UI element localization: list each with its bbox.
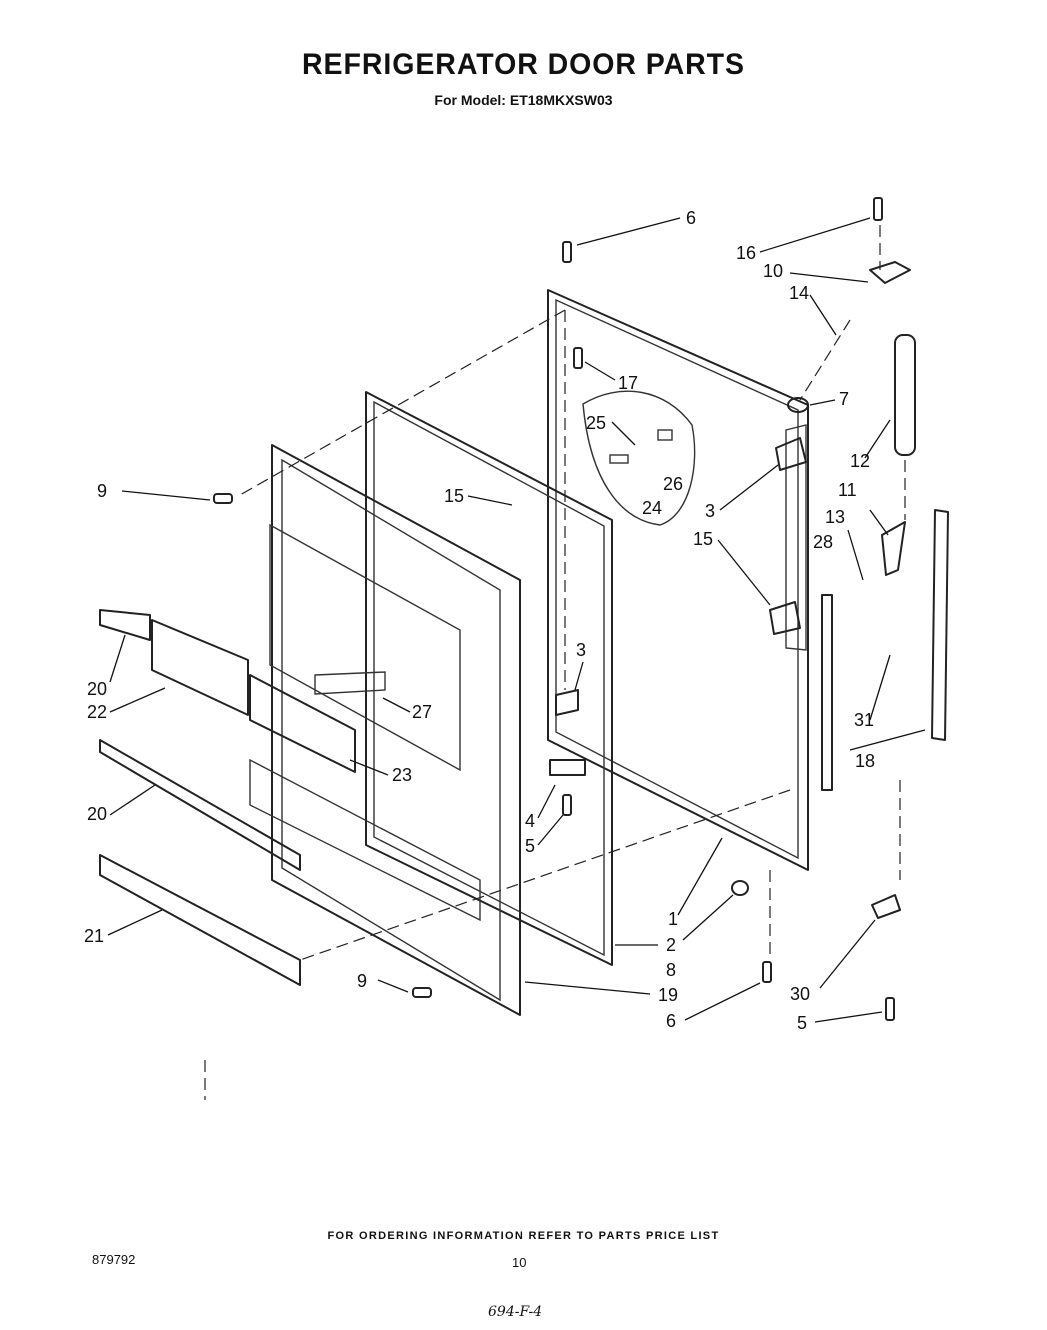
callout-label: 27 [412, 702, 432, 722]
callout-label: 1 [668, 909, 678, 929]
callout-labels: 6 16 10 14 17 7 25 26 12 9 15 24 3 11 13… [84, 208, 875, 1033]
callout-label: 16 [736, 243, 756, 263]
door-panel [547, 289, 809, 871]
page-title: REFRIGERATOR DOOR PARTS [301, 48, 746, 81]
callout-label: 2 [666, 935, 676, 955]
callout-label: 19 [658, 985, 678, 1005]
callout-label: 22 [87, 702, 107, 722]
inner-door-liner [249, 444, 521, 1016]
callout-label: 7 [839, 389, 849, 409]
callout-label: 15 [444, 486, 464, 506]
callout-label: 12 [850, 451, 870, 471]
callout-label: 17 [618, 373, 638, 393]
callout-label: 10 [763, 261, 783, 281]
ordering-note: FOR ORDERING INFORMATION REFER TO PARTS … [327, 1230, 720, 1242]
model-subtitle: For Model: ET18MKXSW03 [434, 92, 613, 108]
callout-label: 28 [813, 532, 833, 552]
callout-label: 11 [838, 480, 857, 500]
door-gasket-frame [365, 391, 613, 966]
callout-label: 9 [357, 971, 367, 991]
callout-label: 20 [87, 804, 107, 824]
callout-label: 20 [87, 679, 107, 699]
callout-label: 30 [790, 984, 810, 1004]
shelves [99, 609, 356, 986]
callout-label: 8 [666, 960, 676, 980]
callout-label: 13 [825, 507, 845, 527]
callout-label: 4 [525, 811, 535, 831]
callout-label: 5 [525, 836, 535, 856]
leader-arrows [107, 217, 926, 1023]
callout-label: 23 [392, 765, 412, 785]
handle-and-trim [549, 261, 949, 919]
callout-label: 6 [666, 1011, 676, 1031]
callout-label: 25 [586, 413, 606, 433]
callout-label: 18 [855, 751, 875, 771]
callout-label: 14 [789, 283, 809, 303]
alignment-lines [204, 225, 906, 1100]
callout-label: 15 [693, 529, 713, 549]
callout-label: 31 [854, 710, 874, 730]
callout-label: 9 [97, 481, 107, 501]
document-number: 879792 [92, 1252, 136, 1267]
handwritten-note: 694-F-4 [488, 1304, 543, 1320]
screws [213, 197, 895, 1021]
callout-label: 26 [663, 474, 683, 494]
callout-label: 3 [576, 640, 586, 660]
cutaway-detail [582, 390, 696, 526]
callout-label: 6 [686, 208, 696, 228]
callout-label: 24 [642, 498, 662, 518]
callout-label: 3 [705, 501, 715, 521]
callout-label: 5 [797, 1013, 807, 1033]
callout-label: 21 [84, 926, 104, 946]
page-number: 10 [512, 1255, 527, 1270]
